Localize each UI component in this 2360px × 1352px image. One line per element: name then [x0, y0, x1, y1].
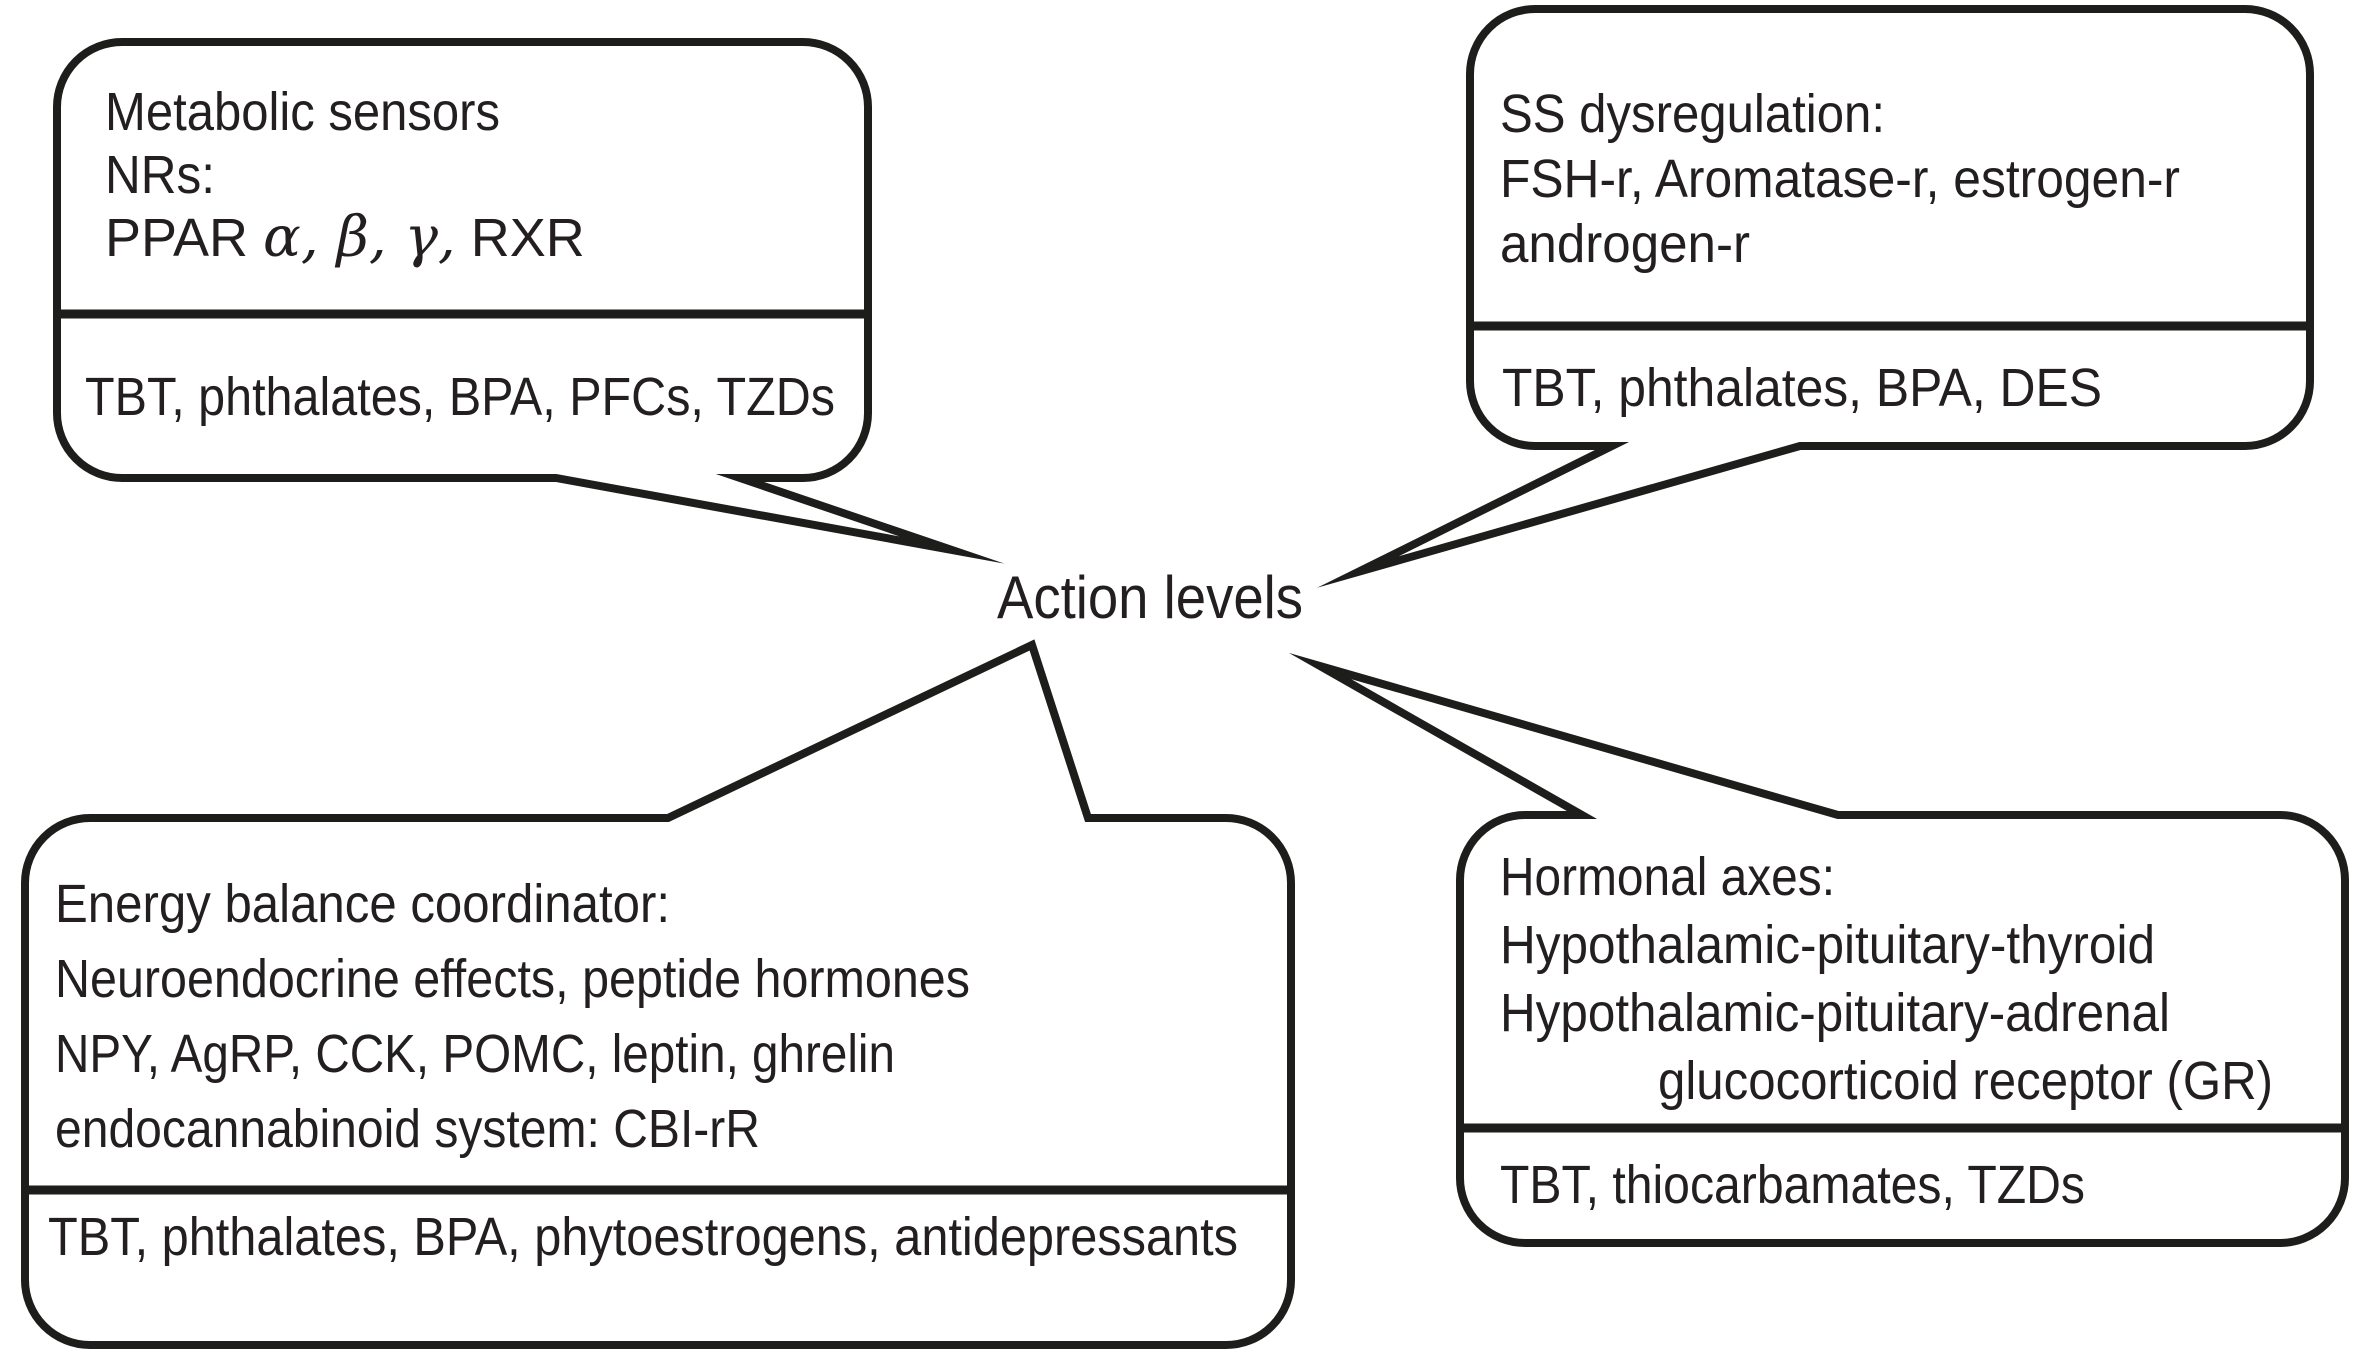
text-line: SS dysregulation: [1500, 84, 1885, 144]
disruptors-line: TBT, phthalates, BPA, phytoestrogens, an… [48, 1207, 1238, 1267]
text-line: FSH-r, Aromatase-r, estrogen-r [1500, 149, 2180, 209]
bubble-outline [53, 38, 1005, 564]
center-label-action-levels: Action levels [997, 564, 1303, 631]
text-line: androgen-r [1500, 214, 1750, 274]
bubble-outline [21, 639, 1295, 1349]
bubble-metabolic-sensors: Metabolic sensors NRs: PPAR α, β, γ, RXR… [53, 38, 1005, 564]
text-line: Energy balance coordinator: [55, 874, 670, 934]
bubble-ss-dysregulation: SS dysregulation: FSH-r, Aromatase-r, es… [1317, 5, 2314, 588]
text-line: Neuroendocrine effects, peptide hormones [55, 949, 970, 1009]
disruptors-line: TBT, thiocarbamates, TZDs [1500, 1155, 2085, 1215]
text-line: Metabolic sensors [105, 82, 500, 142]
bubble-outline [1317, 5, 2314, 588]
ppar-suffix: RXR [456, 208, 585, 268]
bubble-energy-balance: Energy balance coordinator: Neuroendocri… [21, 639, 1295, 1349]
text-line-indented: glucocorticoid receptor (GR) [1658, 1051, 2273, 1111]
bubble-hormonal-axes: Hormonal axes: Hypothalamic-pituitary-th… [1288, 652, 2349, 1247]
text-line: endocannabinoid system: CBI-rR [55, 1099, 760, 1159]
text-line: NPY, AgRP, CCK, POMC, leptin, ghrelin [55, 1024, 895, 1084]
ppar-prefix: PPAR [105, 208, 263, 268]
bubble-outline [1288, 652, 2349, 1247]
text-line-ppar: PPAR α, β, γ, RXR [105, 205, 585, 270]
text-line: Hormonal axes: [1500, 847, 1835, 907]
disruptors-line: TBT, phthalates, BPA, DES [1502, 358, 2102, 418]
text-line: Hypothalamic-pituitary-thyroid [1500, 915, 2155, 975]
disruptors-line: TBT, phthalates, BPA, PFCs, TZDs [85, 367, 835, 427]
text-line: NRs: [105, 145, 215, 205]
text-line: Hypothalamic-pituitary-adrenal [1500, 983, 2170, 1043]
ppar-greek-letters: α, β, γ, [263, 205, 456, 270]
